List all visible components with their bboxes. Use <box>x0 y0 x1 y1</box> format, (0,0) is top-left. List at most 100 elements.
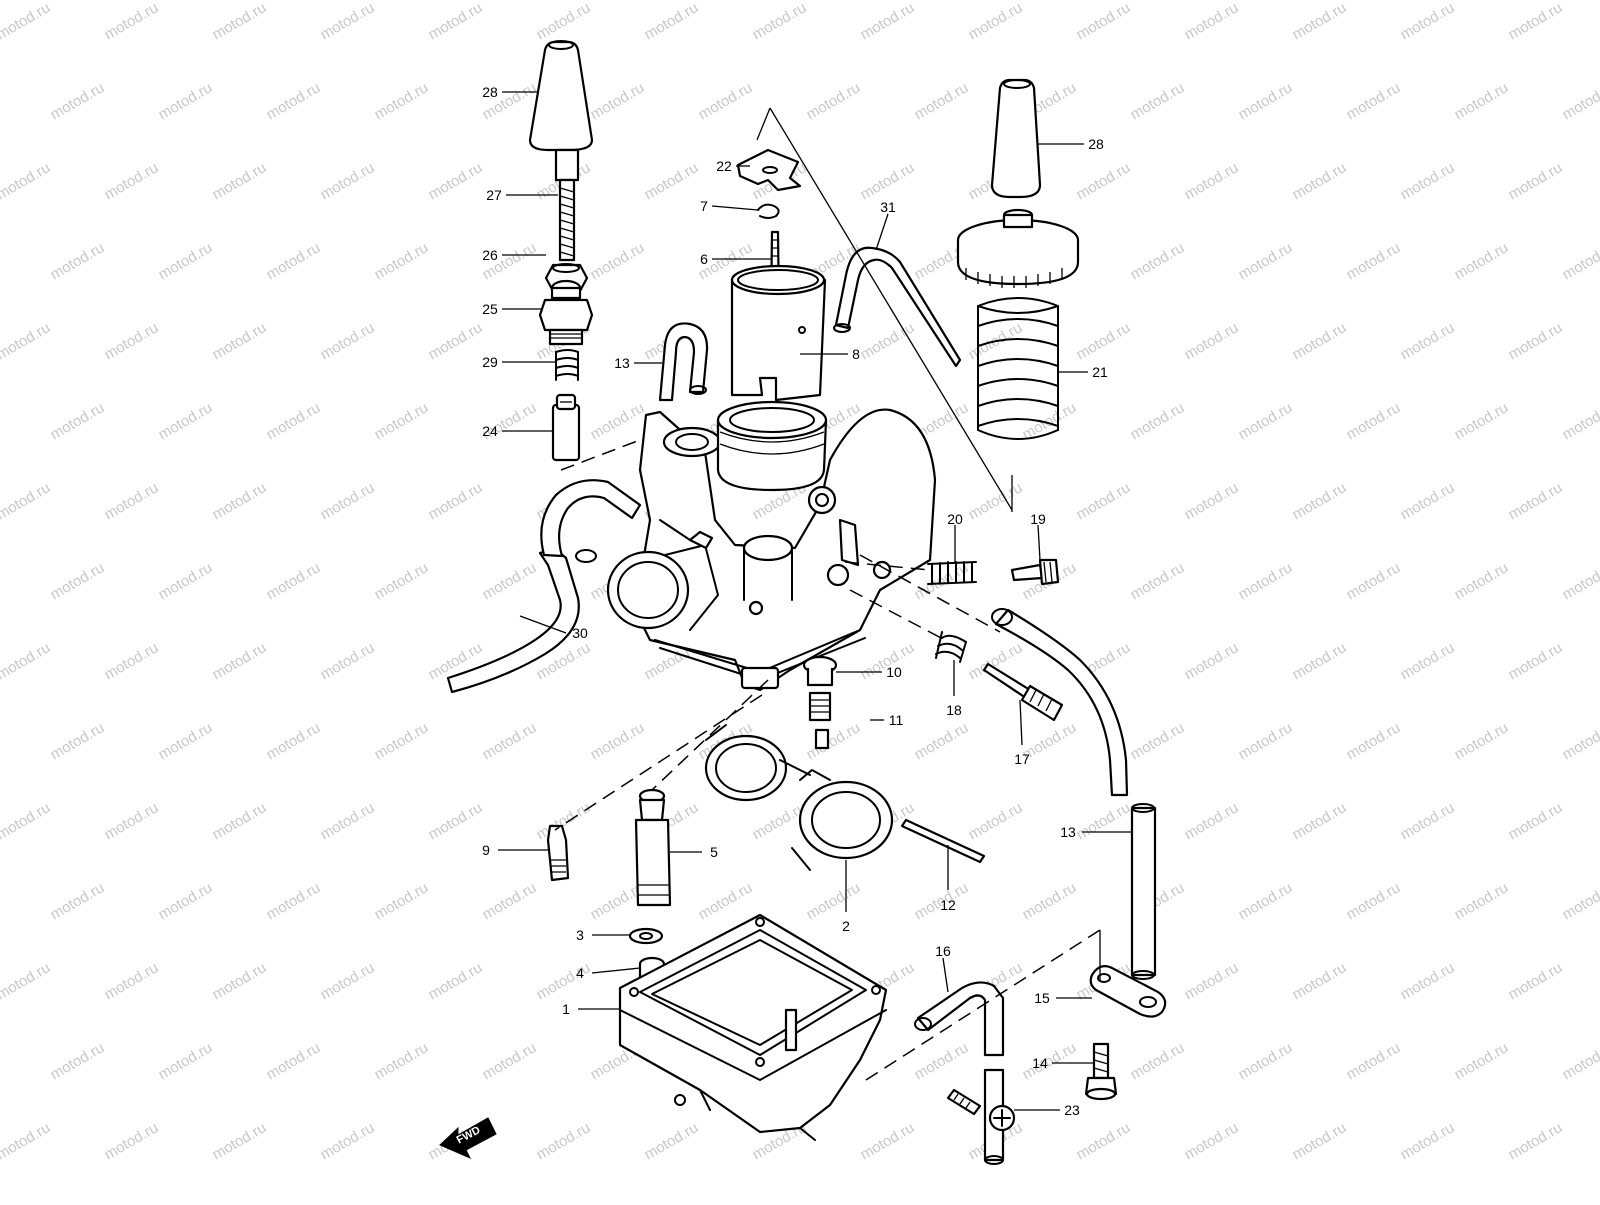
watermark-text: motod.ru <box>1344 239 1404 283</box>
watermark-text: motod.ru <box>1560 879 1600 923</box>
watermark-text: motod.ru <box>210 0 270 43</box>
part-8-throttle-valve <box>732 266 825 400</box>
callout-c20: 20 <box>947 511 963 562</box>
watermark-text: motod.ru <box>102 0 162 43</box>
callout-c25: 25 <box>482 301 543 317</box>
watermark-text: motod.ru <box>1398 959 1458 1003</box>
watermark-text: motod.ru <box>426 959 486 1003</box>
callout-c21: 21 <box>1058 364 1108 380</box>
watermark-text: motod.ru <box>1182 959 1242 1003</box>
watermark-text: motod.ru <box>1398 479 1458 523</box>
callout-c5: 5 <box>670 844 718 860</box>
watermark-text: motod.ru <box>372 879 432 923</box>
watermark-text: motod.ru <box>588 239 648 283</box>
watermark-text: motod.ru <box>210 1119 270 1163</box>
watermark-text: motod.ru <box>1506 1119 1566 1163</box>
leader-line <box>1020 700 1022 745</box>
watermark-text: motod.ru <box>1074 319 1134 363</box>
watermark-text: motod.ru <box>1452 399 1512 443</box>
watermark-text: motod.ru <box>534 959 594 1003</box>
part-5-needle-jet <box>636 790 670 905</box>
callout-number: 19 <box>1030 511 1046 527</box>
callout-number: 21 <box>1092 364 1108 380</box>
watermark-text: motod.ru <box>1344 719 1404 763</box>
watermark-text: motod.ru <box>858 319 918 363</box>
callout-number: 17 <box>1014 751 1030 767</box>
watermark-text: motod.ru <box>1290 479 1350 523</box>
watermark-text: motod.ru <box>372 559 432 603</box>
watermark-text: motod.ru <box>1128 1039 1188 1083</box>
watermark-text: motod.ru <box>102 639 162 683</box>
watermark-text: motod.ru <box>1344 399 1404 443</box>
watermark-text: motod.ru <box>912 79 972 123</box>
watermark-text: motod.ru <box>1560 79 1600 123</box>
watermark-text: motod.ru <box>0 0 53 43</box>
watermark-text: motod.ru <box>156 239 216 283</box>
watermark-text: motod.ru <box>264 879 324 923</box>
watermark-text: motod.ru <box>534 1119 594 1163</box>
callout-number: 20 <box>947 511 963 527</box>
watermark-text: motod.ru <box>426 319 486 363</box>
watermark-text: motod.ru <box>1182 319 1242 363</box>
watermark-text: motod.ru <box>1398 159 1458 203</box>
part-21-chamber-top <box>958 210 1078 288</box>
watermark-text: motod.ru <box>1236 79 1296 123</box>
watermark-text: motod.ru <box>48 719 108 763</box>
callout-number: 16 <box>935 943 951 959</box>
watermark-text: motod.ru <box>48 399 108 443</box>
watermark-text: motod.ru <box>318 0 378 43</box>
watermark-text: motod.ru <box>372 1039 432 1083</box>
watermark-text: motod.ru <box>1182 799 1242 843</box>
watermark-text: motod.ru <box>0 959 53 1003</box>
part-11-pilot-jet <box>810 693 830 748</box>
watermark-text: motod.ru <box>1128 719 1188 763</box>
watermark-text: motod.ru <box>426 799 486 843</box>
watermark-text: motod.ru <box>1074 1119 1134 1163</box>
watermark-text: motod.ru <box>1506 959 1566 1003</box>
watermark-text: motod.ru <box>1506 0 1566 43</box>
watermark-text: motod.ru <box>1560 1039 1600 1083</box>
leader-line <box>876 214 888 250</box>
watermark-text: motod.ru <box>426 0 486 43</box>
watermark-text: motod.ru <box>858 0 918 43</box>
watermark-text: motod.ru <box>1074 159 1134 203</box>
watermark-text: motod.ru <box>1020 1039 1080 1083</box>
watermark-text: motod.ru <box>1290 1119 1350 1163</box>
leader-line <box>592 968 640 973</box>
watermark-text: motod.ru <box>264 79 324 123</box>
callout-c1: 1 <box>562 1001 620 1017</box>
watermark-text: motod.ru <box>0 799 53 843</box>
callout-number: 1 <box>562 1001 570 1017</box>
part-10-plug <box>804 657 836 685</box>
callout-c12: 12 <box>940 845 956 913</box>
watermark-text: motod.ru <box>1236 719 1296 763</box>
callout-number: 23 <box>1064 1102 1080 1118</box>
watermark-text: motod.ru <box>156 1039 216 1083</box>
watermark-text: motod.ru <box>318 639 378 683</box>
callout-number: 2 <box>842 918 850 934</box>
watermark-text: motod.ru <box>1236 879 1296 923</box>
watermark-text: motod.ru <box>804 879 864 923</box>
callout-number: 12 <box>940 897 956 913</box>
watermark-text: motod.ru <box>264 399 324 443</box>
watermark-text: motod.ru <box>372 719 432 763</box>
watermark-text: motod.ru <box>1560 719 1600 763</box>
watermark-text: motod.ru <box>1506 639 1566 683</box>
callout-number: 30 <box>572 625 588 641</box>
watermark-text: motod.ru <box>264 239 324 283</box>
watermark-text: motod.ru <box>1506 799 1566 843</box>
watermark-text: motod.ru <box>0 639 53 683</box>
callout-number: 4 <box>576 965 584 981</box>
watermark-text: motod.ru <box>102 1119 162 1163</box>
watermark-text: motod.ru <box>210 799 270 843</box>
watermark-text: motod.ru <box>102 319 162 363</box>
part-28-cap-right <box>992 80 1040 197</box>
watermark-text: motod.ru <box>1398 639 1458 683</box>
watermark-text: motod.ru <box>1236 239 1296 283</box>
watermark-text: motod.ru <box>102 159 162 203</box>
watermark-text: motod.ru <box>264 559 324 603</box>
watermark-text: motod.ru <box>804 79 864 123</box>
watermark-text: motod.ru <box>1506 479 1566 523</box>
watermark-text: motod.ru <box>48 559 108 603</box>
